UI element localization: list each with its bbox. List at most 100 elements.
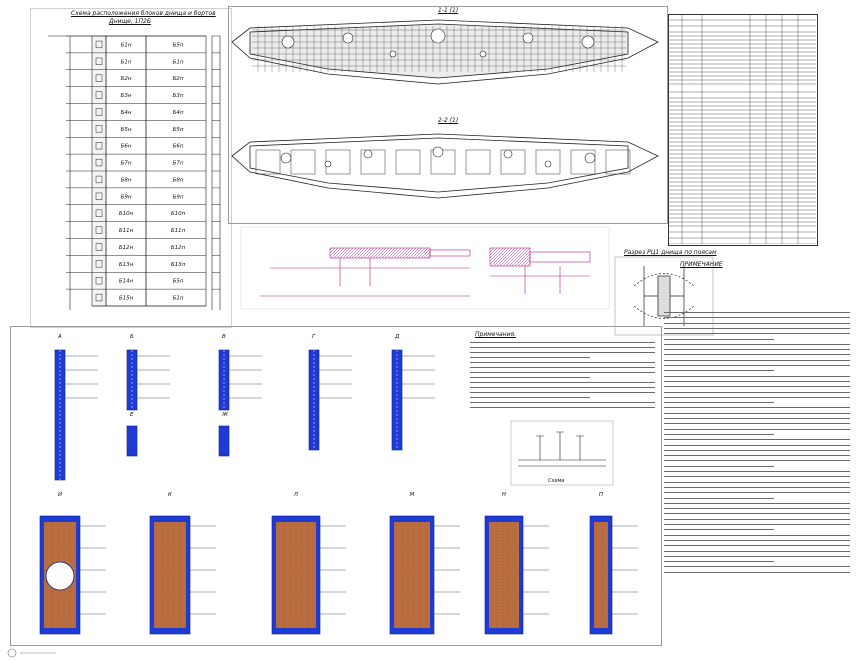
note-line — [664, 497, 774, 499]
note-line — [664, 349, 850, 351]
block-label-inner: Б11н — [119, 228, 134, 234]
block-label-inner: Б3н — [121, 93, 132, 99]
notes-lines — [470, 342, 660, 412]
lightening-hole — [479, 50, 487, 58]
note-line — [664, 492, 850, 494]
block-label-inner: Б1п — [121, 59, 132, 65]
note-line — [664, 407, 850, 409]
block-label-outer: Б8п — [173, 177, 184, 183]
lightening-hole — [584, 152, 596, 164]
block-marker — [95, 226, 103, 234]
block-scheme-panel: Схема расположения блоков днища и бортов… — [30, 8, 232, 328]
note-line — [664, 465, 774, 467]
block-marker — [95, 40, 103, 49]
note-line — [664, 343, 850, 345]
block-marker — [95, 125, 103, 133]
lightening-hole — [342, 32, 354, 44]
note-line — [664, 471, 850, 472]
block-label-inner: Б2н — [121, 76, 132, 82]
note-line — [664, 354, 850, 356]
note-line — [470, 382, 655, 383]
note-line — [664, 550, 850, 552]
column-core — [594, 522, 608, 628]
block-marker — [95, 243, 103, 251]
note-line — [664, 502, 850, 504]
block-marker — [95, 158, 103, 167]
column-section — [126, 425, 138, 457]
joint-details-svg — [240, 226, 610, 310]
view-label: И — [58, 492, 62, 498]
scheme-small-svg — [510, 420, 614, 486]
view-label: Л — [293, 492, 298, 498]
note-line — [470, 367, 655, 368]
block-label-inner: Б6н — [121, 144, 132, 150]
manhole-opening — [45, 561, 75, 591]
section-2-label: 2-2 (1) — [438, 117, 459, 124]
frame-cell — [465, 149, 491, 175]
scheme-label: Схема — [548, 478, 565, 484]
note-line — [664, 524, 850, 525]
view-label: Д — [394, 334, 400, 340]
block-label-inner: Б14н — [119, 279, 134, 285]
note-line — [664, 380, 850, 382]
note-line — [664, 555, 850, 557]
block-label-outer: Б5п — [173, 127, 184, 133]
lightening-hole — [544, 160, 552, 168]
note-line — [470, 347, 655, 348]
column-core — [489, 522, 519, 628]
note-line — [664, 428, 850, 430]
note-line — [664, 460, 850, 462]
frame-cell — [570, 149, 596, 175]
frame-cell — [360, 149, 386, 175]
note-line — [664, 571, 850, 573]
corner-mark-svg — [7, 648, 56, 658]
block-marker — [95, 293, 103, 302]
column-section — [218, 425, 230, 457]
lightening-hole — [363, 149, 373, 159]
note-line — [664, 455, 850, 457]
view-label: Н — [502, 492, 506, 498]
note-line — [470, 397, 590, 398]
block-label-inner: Б12н — [119, 245, 134, 251]
notes-header: Примечания. — [475, 331, 516, 338]
note-line — [664, 402, 774, 404]
block-marker — [95, 57, 103, 65]
lightening-hole — [432, 146, 444, 158]
block-label-inner: Б15н — [119, 296, 134, 302]
view-label: К — [168, 492, 173, 498]
note-line — [664, 327, 850, 329]
note-line — [664, 386, 850, 388]
note-line — [470, 392, 655, 393]
note-line — [664, 508, 850, 510]
column-core — [154, 522, 186, 628]
scheme-title: Схема расположения блоков днища и бортов — [71, 10, 216, 17]
note-line — [664, 513, 850, 515]
frame-cell — [290, 149, 316, 175]
note-line — [470, 377, 590, 378]
frame-cell — [605, 149, 631, 175]
block-marker — [95, 209, 103, 217]
frame-cell — [535, 149, 561, 175]
note-line — [664, 396, 850, 398]
detail-header: Разрез РЦ1 днища по поясам — [624, 249, 717, 256]
note-line — [664, 481, 850, 483]
block-marker — [95, 74, 103, 82]
section-1-label: 1-1 (1) — [438, 7, 459, 14]
note-line — [470, 402, 655, 403]
note-line — [470, 407, 655, 408]
note-line — [664, 412, 850, 414]
view-label: А — [57, 334, 62, 340]
block-marker — [95, 260, 103, 268]
block-label-inner: Б5н — [121, 127, 132, 133]
note-line — [664, 439, 850, 441]
block-label-inner: Б10н — [119, 211, 134, 217]
note-line — [664, 529, 774, 531]
frame-cell — [255, 149, 281, 175]
note-line — [664, 312, 850, 313]
block-marker — [95, 108, 103, 116]
frame-cell — [500, 149, 526, 175]
column-core — [276, 522, 316, 628]
note-line — [470, 372, 655, 373]
block-label-outer: Б10п — [171, 211, 186, 217]
note-line — [664, 370, 774, 372]
